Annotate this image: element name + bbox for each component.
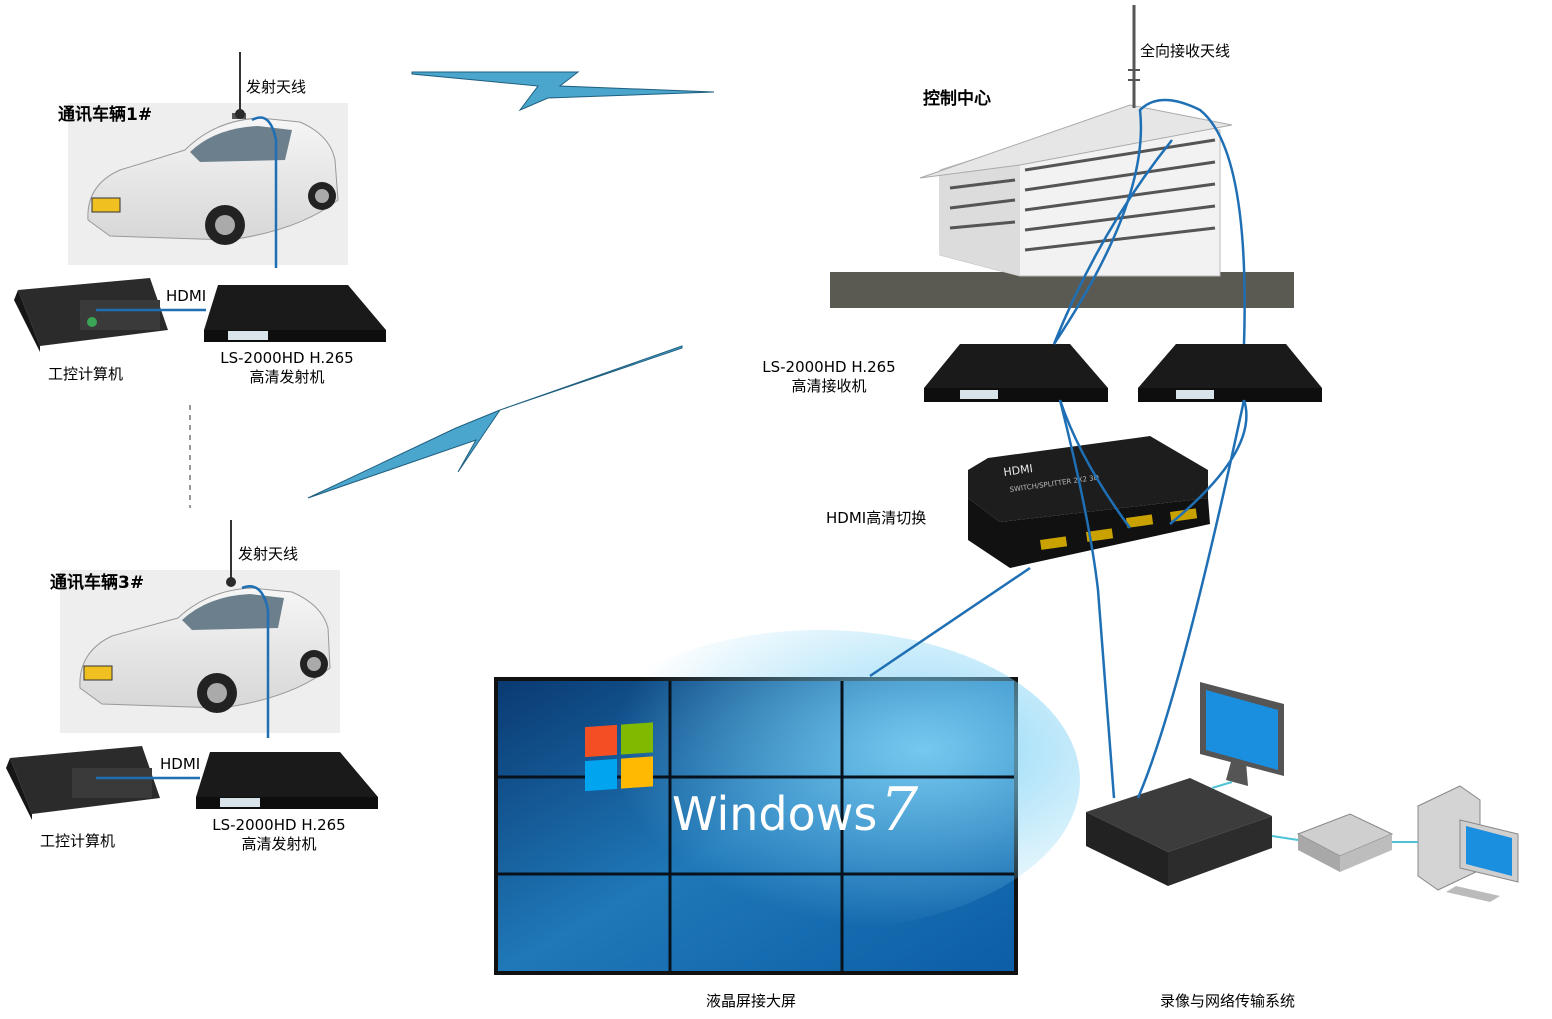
network-switch-icon <box>1296 813 1394 872</box>
video-wall-label: 液晶屏接大屏 <box>706 992 797 1010</box>
vehicle1-car <box>68 103 348 265</box>
recording-system-label: 录像与网络传输系统 <box>1160 992 1296 1010</box>
vehicle1-antenna-icon <box>235 52 245 119</box>
receiver-2 <box>1138 344 1322 402</box>
switcher-label: HDMI高清切换 <box>826 509 927 527</box>
vehicle3-computer-label: 工控计算机 <box>40 832 116 850</box>
receiver-model: LS-2000HD H.265 <box>762 358 896 376</box>
windows-version: 7 <box>880 775 919 845</box>
wireless-link-bottom <box>307 345 683 499</box>
hdmi-switcher: HDMI SWITCH/SPLITTER 2X2 3D <box>968 436 1210 568</box>
vehicle1-hdmi-label: HDMI <box>166 287 207 305</box>
network-links <box>1211 781 1418 843</box>
control-center-building <box>830 104 1294 308</box>
nvr-recorder-icon <box>1086 778 1272 886</box>
vehicle3-transmitter <box>196 752 378 809</box>
vehicle3-computer <box>6 746 160 820</box>
vehicle1-title: 通讯车辆1# <box>58 105 153 125</box>
vehicle1-transmitter-name: 高清发射机 <box>249 368 325 386</box>
vehicle3-antenna-icon <box>226 520 236 587</box>
vehicle1-transmitter <box>204 285 386 342</box>
omni-antenna-label: 全向接收天线 <box>1140 42 1231 60</box>
vehicle3-hdmi-label: HDMI <box>160 755 201 773</box>
cables <box>96 98 1248 799</box>
vehicle3-antenna-label: 发射天线 <box>238 545 299 563</box>
switcher-brand: HDMI <box>1003 462 1034 479</box>
vehicle3-title: 通讯车辆3# <box>50 573 145 593</box>
vehicle1-computer-label: 工控计算机 <box>48 365 124 383</box>
video-wall: Windows 7 <box>494 630 1080 975</box>
vehicle1-transmitter-model: LS-2000HD H.265 <box>220 349 354 367</box>
monitor-icon <box>1200 682 1284 786</box>
omni-antenna-icon <box>1128 5 1140 108</box>
vehicle3-transmitter-name: 高清发射机 <box>241 835 317 853</box>
vehicle3-car <box>60 570 340 733</box>
vehicle1-antenna-label: 发射天线 <box>246 78 307 96</box>
vehicle3-transmitter-model: LS-2000HD H.265 <box>212 816 346 834</box>
windows-logo-icon <box>585 722 653 792</box>
vehicle1-computer <box>14 278 168 352</box>
receiver-name: 高清接收机 <box>791 377 867 395</box>
workstation-icon <box>1417 785 1519 902</box>
windows-text: Windows <box>672 787 877 841</box>
control-center-title: 控制中心 <box>923 89 991 109</box>
receiver-1 <box>924 344 1108 402</box>
wireless-link-top <box>411 71 715 112</box>
